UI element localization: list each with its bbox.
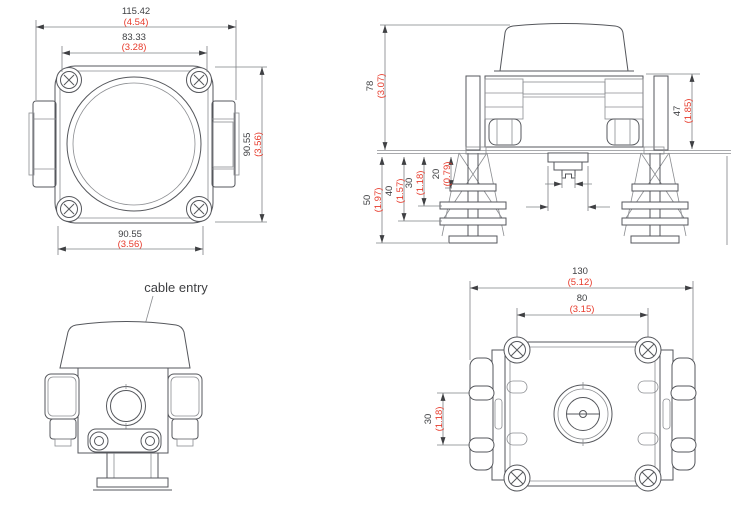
dim-inch: (1.18): [415, 171, 426, 196]
dim-metric: 130: [572, 266, 588, 277]
shaft-width-dims: [526, 166, 610, 211]
bottom-view-body: [468, 336, 697, 492]
left-gland: [44, 373, 80, 447]
slot-hole: [637, 380, 659, 394]
slot-hole: [506, 432, 528, 446]
shaft-tab: [561, 169, 576, 179]
dim-metric: 78: [365, 81, 376, 92]
dim-overall-width: 130 (5.12): [469, 266, 694, 360]
slot-hole: [637, 432, 659, 446]
right-clamp: [606, 118, 640, 146]
dim-inch: (1.97): [373, 188, 384, 213]
right-plate: [653, 75, 669, 151]
side-view: cable entry: [44, 280, 208, 491]
dome: [499, 23, 629, 72]
dim-screw-spacing: 83.33 (3.28): [61, 32, 208, 72]
dim-metric: 40: [384, 186, 395, 197]
dim-metric: 90.55: [242, 133, 253, 157]
front-view: 78 (3.07) 47 (1.85) 50 (1.97) 40 (1.57): [362, 23, 731, 245]
dim-inch: (3.28): [122, 42, 147, 53]
dim-inch: (3.56): [253, 132, 264, 157]
right-gland: [659, 349, 697, 481]
dim-inch: (1.57): [395, 179, 406, 204]
shaft-bore: [553, 382, 613, 446]
dim-metric: 80: [577, 293, 588, 304]
base-stem: [93, 452, 172, 491]
dim-overall-width: 115.42 (4.54): [35, 6, 237, 100]
top-view-body: [28, 65, 240, 224]
dim-metric: 47: [672, 106, 683, 117]
corner-screw: [56, 196, 82, 222]
right-gland: [211, 100, 240, 188]
dim-metric: 83.33: [122, 32, 146, 43]
dim-screw-spacing: 80 (3.15): [516, 293, 649, 340]
dome-circle-inner: [72, 82, 196, 206]
dim-metric: 90.55: [118, 229, 142, 240]
shaft-step: [553, 161, 583, 171]
base-inner-outline: [509, 346, 656, 482]
dim-bracket-30: 30 (1.18): [404, 157, 442, 207]
slot-hole: [506, 380, 528, 394]
dim-inch: (0.79): [442, 162, 453, 187]
dim-inch: (5.12): [568, 277, 593, 288]
dim-height-above-mount: 78 (3.07): [365, 24, 510, 150]
dim-metric: 30: [404, 178, 415, 189]
corner-screw: [634, 464, 662, 492]
dim-body-height: 47 (1.85): [646, 73, 700, 149]
corner-screw: [186, 196, 212, 222]
corner-screw: [186, 67, 212, 93]
housing-outline: [54, 65, 214, 224]
housing-inner-outline: [59, 70, 209, 219]
dim-inch: (3.07): [376, 74, 387, 99]
right-gland: [167, 373, 203, 447]
cable-entry-hole: [106, 384, 146, 429]
top-view: 115.42 (4.54) 83.33 (3.28) 90.55 (3.56) …: [28, 6, 267, 255]
dim-metric: 50: [362, 195, 373, 206]
corner-screw: [56, 67, 82, 93]
left-clamp: [488, 118, 522, 146]
left-plate: [465, 75, 481, 151]
front-view-body: [465, 23, 669, 179]
corner-screw: [503, 464, 531, 492]
bottom-view: 130 (5.12) 80 (3.15): [423, 266, 697, 492]
dim-metric: 115.42: [122, 6, 150, 17]
dome: [59, 321, 191, 369]
corner-screw: [503, 336, 531, 364]
dim-inch: (1.85): [683, 99, 694, 124]
dim-inch: (3.15): [570, 304, 595, 315]
dim-bracket-40: 40 (1.57): [384, 157, 442, 222]
dim-inch: (3.56): [118, 239, 143, 250]
dim-metric: 20: [431, 169, 442, 180]
left-bracket-stack: [439, 152, 507, 244]
dome-circle-outer: [66, 76, 202, 212]
dim-bracket-20: 20 (0.79): [431, 157, 454, 189]
left-gland: [28, 100, 57, 188]
cable-entry-label: cable entry: [144, 280, 208, 295]
dim-inch: (1.18): [434, 407, 445, 432]
dim-side-hole-spacing: 30 (1.18): [423, 392, 470, 446]
body-box: [484, 75, 644, 148]
dim-metric: 30: [423, 414, 434, 425]
right-bracket-stack: [621, 152, 689, 244]
dim-bracket-50: 50 (1.97): [362, 157, 448, 244]
dim-inch: (4.54): [124, 17, 149, 28]
dim-body-width: 90.55 (3.56): [57, 226, 204, 255]
left-gland: [468, 349, 506, 481]
dim-body-height: 90.55 (3.56): [215, 66, 267, 223]
shaft-nut: [547, 152, 589, 163]
lower-plate: [87, 428, 162, 453]
corner-screw: [634, 336, 662, 364]
